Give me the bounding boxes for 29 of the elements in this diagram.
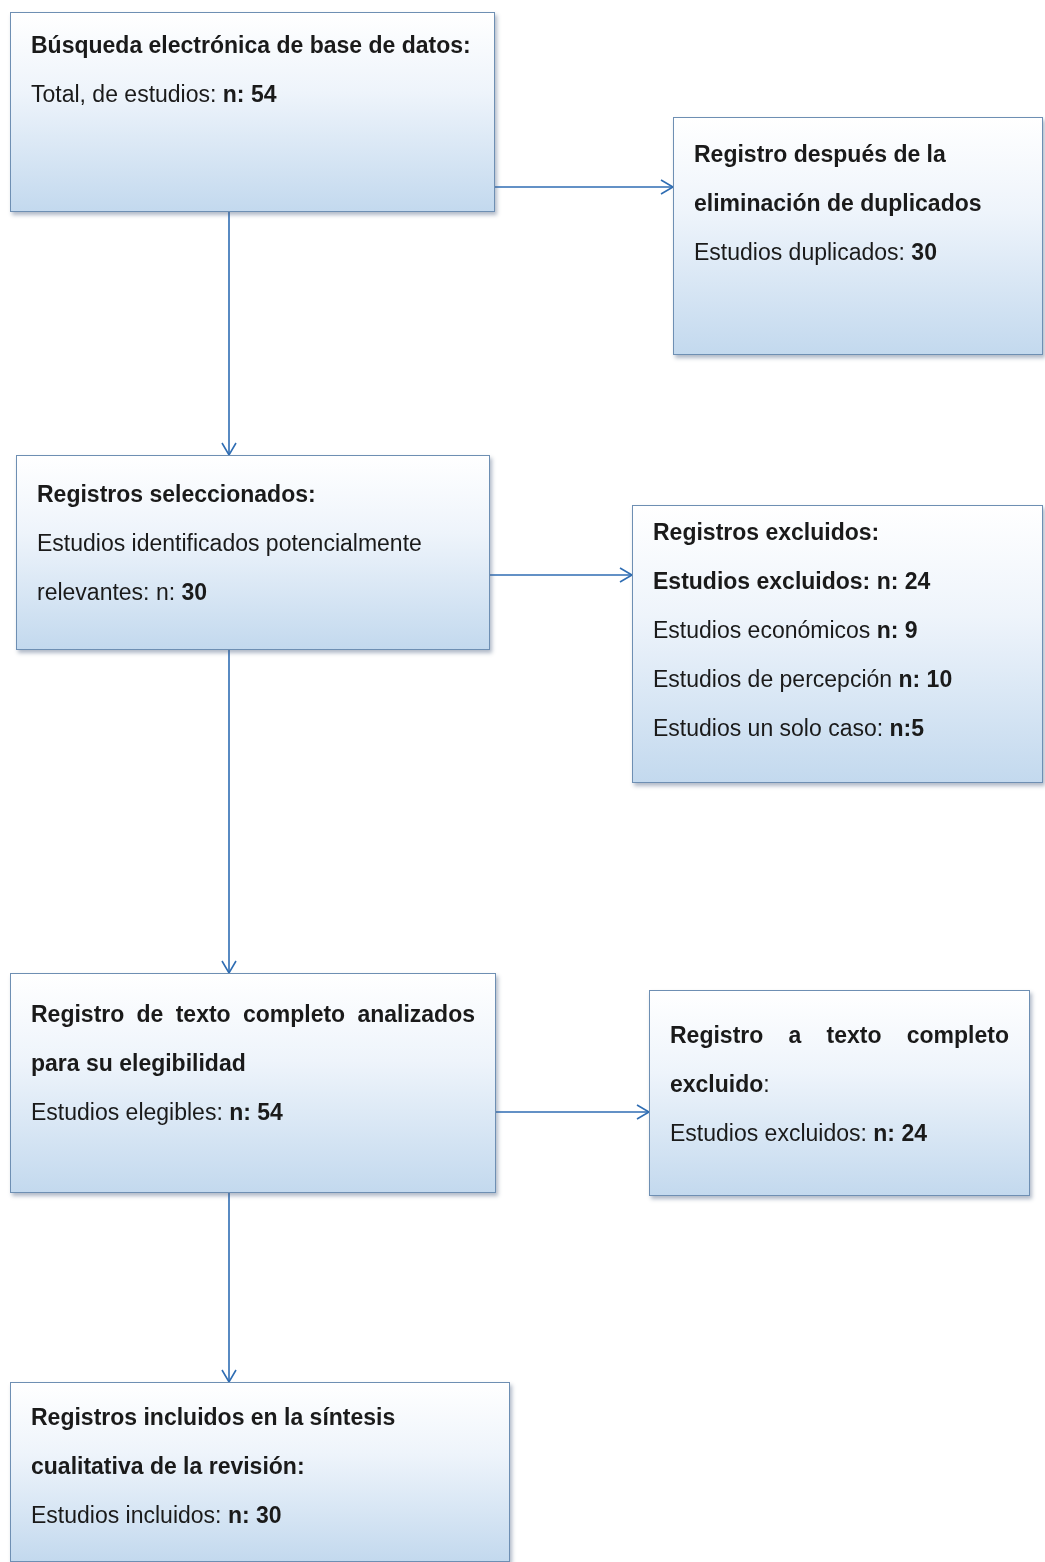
- process-box: [649, 990, 1030, 1196]
- process-box: [673, 117, 1043, 355]
- process-box: [16, 455, 490, 650]
- arrow: [495, 1104, 650, 1120]
- box-text: Registro a texto completo excluido:: [670, 1021, 1009, 1099]
- box-text: Estudios elegibles: n: 54: [31, 1098, 284, 1127]
- box-heading: Búsqueda electrónica de base de datos:: [31, 31, 472, 60]
- arrow: [221, 649, 237, 974]
- arrow: [494, 179, 674, 195]
- box-text: Estudios económicos n: 9: [653, 616, 919, 645]
- box-text: Estudios de percepción n: 10: [653, 665, 954, 694]
- arrow: [221, 1192, 237, 1383]
- process-box: [10, 12, 495, 212]
- box-text: Estudios duplicados: 30: [694, 238, 938, 267]
- box-text: Total, de estudios: n: 54: [31, 80, 278, 109]
- box-text: Estudios un solo caso: n:5: [653, 714, 926, 743]
- box-heading: Registro después de la eliminación de duplicados: [694, 140, 983, 218]
- box-heading: Estudios excluidos: n: 24: [653, 567, 932, 596]
- arrow: [489, 567, 633, 583]
- process-box: [10, 1382, 510, 1562]
- box-heading: Registros excluidos:: [653, 518, 881, 547]
- arrow: [221, 211, 237, 456]
- box-heading: Registros seleccionados:: [37, 480, 317, 509]
- box-text: Estudios incluidos: n: 30: [31, 1501, 283, 1530]
- box-heading: Registros incluidos en la síntesis cualitativa de la revisión:: [31, 1403, 397, 1481]
- box-text: Estudios excluidos: n: 24: [670, 1119, 928, 1148]
- process-box: [10, 973, 496, 1193]
- box-text: Estudios identificados potencialmente relevantes: n: 30: [37, 529, 423, 607]
- process-box: [632, 505, 1043, 783]
